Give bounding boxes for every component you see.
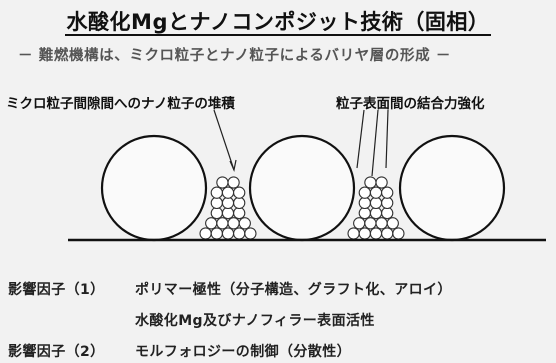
nano-particle xyxy=(227,217,240,230)
nano-particle xyxy=(381,186,394,199)
label-nano-deposition: ミクロ粒子間隙間へのナノ粒子の堆積 xyxy=(6,96,235,112)
diagram-subtitle: － 難燃機構は、ミクロ粒子とナノ粒子によるバリヤ層の形成 － xyxy=(18,48,451,64)
micro-particle-left xyxy=(100,134,208,242)
nano-particle xyxy=(369,186,383,199)
nano-particle xyxy=(375,217,388,230)
nano-particle xyxy=(227,176,240,189)
factor-2-text: モルフォロジーの制御（分散性） xyxy=(135,344,351,360)
nano-particle xyxy=(221,227,235,240)
nano-particle xyxy=(392,227,405,240)
nano-particle xyxy=(364,217,377,230)
nano-particle xyxy=(369,196,383,210)
factor-1-text: ポリマー極性（分子構造、グラフト化、アロイ） xyxy=(135,282,452,298)
nano-particle xyxy=(381,196,394,210)
nano-particle xyxy=(216,217,229,230)
nano-particle xyxy=(381,227,394,240)
nano-particle xyxy=(364,176,377,189)
nano-particle xyxy=(199,227,212,240)
nano-particle xyxy=(233,206,246,220)
factor-2: 影響因子（2） モルフォロジーの制御（分散性） xyxy=(8,341,351,361)
nano-particle xyxy=(233,227,246,240)
nano-particle xyxy=(358,196,371,210)
pointer-right-1 xyxy=(356,109,365,169)
factor-1-sub-text: 水酸化Mg及びナノフィラー表面活性 xyxy=(135,313,375,329)
nano-particle xyxy=(210,196,223,210)
label-bonding-strength: 粒子表面間の結合力強化 xyxy=(336,96,485,112)
nano-particle xyxy=(205,217,218,230)
nano-particle xyxy=(221,206,235,220)
nano-particle xyxy=(375,176,388,189)
nano-particle xyxy=(369,227,383,240)
nano-particle xyxy=(238,217,251,230)
factor-1-key: 影響因子（1） xyxy=(8,282,105,298)
factor-2-key: 影響因子（2） xyxy=(8,344,105,360)
pointer-lines xyxy=(213,109,389,177)
nano-particle xyxy=(216,176,229,189)
diagram-title: 水酸化Mgとナノコンポジット技術（固相） xyxy=(64,10,492,36)
nano-cluster-right xyxy=(347,176,405,240)
nano-particle xyxy=(353,217,366,230)
nano-particle xyxy=(233,186,246,199)
nano-particle xyxy=(386,217,399,230)
factor-1-sub: 水酸化Mg及びナノフィラー表面活性 xyxy=(135,310,375,330)
nano-particle xyxy=(381,206,394,220)
nano-particle xyxy=(358,206,371,220)
pointer-left-head xyxy=(229,159,237,172)
nano-particle xyxy=(244,227,257,240)
pointer-left xyxy=(213,109,235,171)
micro-particle-right xyxy=(398,134,506,242)
pointer-right-3 xyxy=(385,109,389,169)
nano-particle xyxy=(210,206,223,220)
pointer-right-2 xyxy=(371,109,379,177)
nano-particle xyxy=(210,227,223,240)
nano-particle xyxy=(221,196,235,210)
nano-particle xyxy=(358,227,371,240)
nano-particle xyxy=(369,206,383,220)
nano-cluster-left xyxy=(199,176,257,240)
nano-particle xyxy=(210,186,223,199)
micro-particle-center xyxy=(248,134,356,242)
factor-1: 影響因子（1） ポリマー極性（分子構造、グラフト化、アロイ） xyxy=(8,279,452,299)
nano-particle xyxy=(221,186,235,199)
nano-particle xyxy=(358,186,371,199)
nano-particle xyxy=(233,196,246,210)
nano-particle xyxy=(347,227,360,240)
